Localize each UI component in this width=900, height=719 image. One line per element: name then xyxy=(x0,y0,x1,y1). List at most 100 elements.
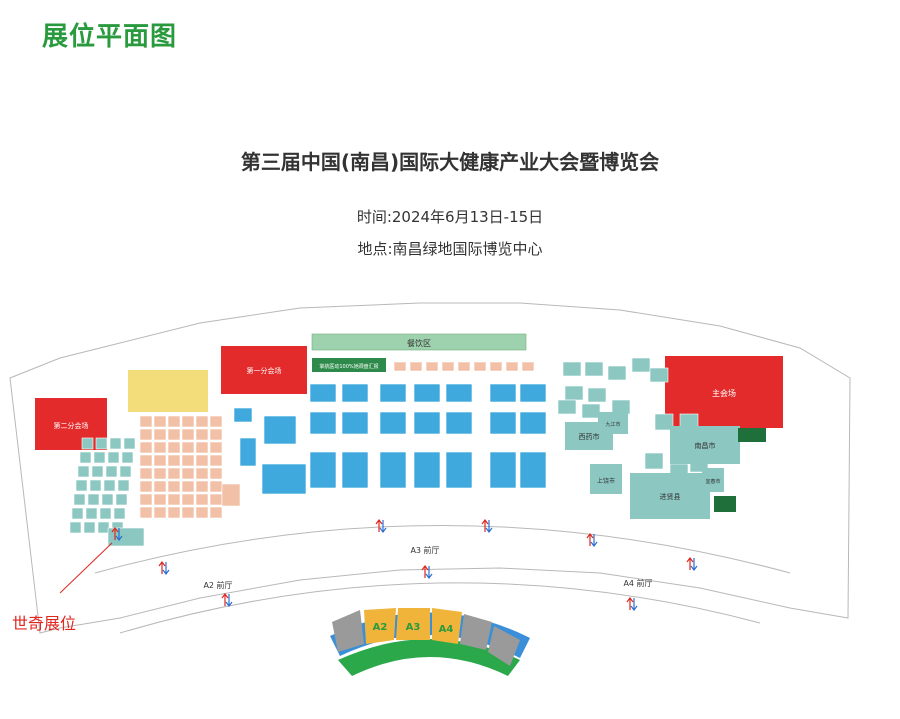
booth-teal[interactable] xyxy=(95,437,108,450)
booth-teal[interactable] xyxy=(557,399,577,415)
booth-peach[interactable] xyxy=(153,493,167,506)
booth-teal[interactable] xyxy=(117,479,130,492)
hall-booth-shangrao[interactable] xyxy=(590,464,622,494)
booth-blue[interactable] xyxy=(445,451,473,489)
booth-peach[interactable] xyxy=(167,428,181,441)
booth-peach[interactable] xyxy=(139,480,153,493)
booth-teal[interactable] xyxy=(121,451,134,464)
booth-teal[interactable] xyxy=(69,521,82,534)
booth-peach[interactable] xyxy=(167,506,181,519)
booth-small[interactable] xyxy=(393,361,407,372)
booth-peach[interactable] xyxy=(181,493,195,506)
booth-teal[interactable] xyxy=(101,493,114,506)
booth-teal[interactable] xyxy=(109,437,122,450)
forum-2-hall[interactable] xyxy=(35,398,107,450)
booth-peach[interactable] xyxy=(221,483,241,507)
banner-booth[interactable] xyxy=(312,358,386,372)
booth-peach[interactable] xyxy=(209,454,223,467)
booth-peach[interactable] xyxy=(209,441,223,454)
booth-peach[interactable] xyxy=(209,428,223,441)
booth-peach[interactable] xyxy=(195,454,209,467)
booth-blue[interactable] xyxy=(261,463,307,495)
booth-teal[interactable] xyxy=(77,465,90,478)
booth-small[interactable] xyxy=(473,361,487,372)
booth-peach[interactable] xyxy=(181,441,195,454)
mini-hall-a3[interactable] xyxy=(396,608,430,640)
booth-teal[interactable] xyxy=(631,357,651,373)
booth-teal[interactable] xyxy=(107,527,145,547)
booth-teal[interactable] xyxy=(81,437,94,450)
booth-peach[interactable] xyxy=(153,506,167,519)
booth-small[interactable] xyxy=(521,361,535,372)
booth-blue[interactable] xyxy=(445,411,473,435)
booth-blue[interactable] xyxy=(309,411,337,435)
hall-booth-yichun[interactable] xyxy=(702,468,724,492)
booth-blue[interactable] xyxy=(309,451,337,489)
booth-blue[interactable] xyxy=(239,437,257,467)
booth-blue[interactable] xyxy=(263,415,297,445)
booth-teal[interactable] xyxy=(105,465,118,478)
booth-peach[interactable] xyxy=(181,480,195,493)
booth-peach[interactable] xyxy=(153,441,167,454)
booth-small[interactable] xyxy=(489,361,503,372)
booth-teal[interactable] xyxy=(644,452,664,470)
booth-peach[interactable] xyxy=(167,480,181,493)
booth-peach[interactable] xyxy=(181,454,195,467)
booth-peach[interactable] xyxy=(153,428,167,441)
hall-booth-jinxian[interactable] xyxy=(630,473,710,519)
booth-peach[interactable] xyxy=(139,415,153,428)
booth-teal[interactable] xyxy=(103,479,116,492)
booth-teal[interactable] xyxy=(89,479,102,492)
booth-teal[interactable] xyxy=(87,493,100,506)
booth-blue[interactable] xyxy=(413,411,441,435)
booth-peach[interactable] xyxy=(195,506,209,519)
booth-peach[interactable] xyxy=(153,454,167,467)
booth-peach[interactable] xyxy=(153,415,167,428)
booth-teal[interactable] xyxy=(73,493,86,506)
booth-small[interactable] xyxy=(441,361,455,372)
booth-peach[interactable] xyxy=(139,441,153,454)
booth-teal[interactable] xyxy=(581,403,601,419)
booth-dark-green[interactable] xyxy=(738,428,766,442)
booth-blue[interactable] xyxy=(519,411,547,435)
booth-teal[interactable] xyxy=(85,507,98,520)
booth-teal[interactable] xyxy=(564,385,584,401)
booth-small[interactable] xyxy=(505,361,519,372)
booth-teal[interactable] xyxy=(83,521,96,534)
catering-zone[interactable] xyxy=(311,333,527,351)
booth-peach[interactable] xyxy=(195,415,209,428)
booth-peach[interactable] xyxy=(167,493,181,506)
booth-blue[interactable] xyxy=(309,383,337,403)
booth-blue[interactable] xyxy=(519,383,547,403)
booth-teal[interactable] xyxy=(91,465,104,478)
booth-peach[interactable] xyxy=(209,467,223,480)
booth-teal[interactable] xyxy=(123,437,136,450)
booth-blue[interactable] xyxy=(341,411,369,435)
booth-blue[interactable] xyxy=(233,407,253,423)
booth-peach[interactable] xyxy=(195,467,209,480)
booth-peach[interactable] xyxy=(139,428,153,441)
booth-blue[interactable] xyxy=(341,383,369,403)
booth-peach[interactable] xyxy=(209,415,223,428)
booth-blue[interactable] xyxy=(413,451,441,489)
booth-peach[interactable] xyxy=(139,454,153,467)
booth-peach[interactable] xyxy=(181,506,195,519)
forum-1-hall[interactable] xyxy=(221,346,307,394)
booth-teal[interactable] xyxy=(75,479,88,492)
booth-peach[interactable] xyxy=(209,506,223,519)
booth-blue[interactable] xyxy=(489,383,517,403)
booth-peach[interactable] xyxy=(139,467,153,480)
booth-blue[interactable] xyxy=(413,383,441,403)
booth-teal[interactable] xyxy=(649,367,669,383)
booth-teal[interactable] xyxy=(119,465,132,478)
booth-teal[interactable] xyxy=(79,451,92,464)
booth-peach[interactable] xyxy=(167,415,181,428)
booth-peach[interactable] xyxy=(139,506,153,519)
booth-peach[interactable] xyxy=(153,467,167,480)
booth-peach[interactable] xyxy=(167,467,181,480)
booth-blue[interactable] xyxy=(379,451,407,489)
booth-blue[interactable] xyxy=(341,451,369,489)
hall-booth-jiujiang[interactable] xyxy=(598,412,628,434)
booth-teal[interactable] xyxy=(584,361,604,377)
booth-peach[interactable] xyxy=(195,493,209,506)
